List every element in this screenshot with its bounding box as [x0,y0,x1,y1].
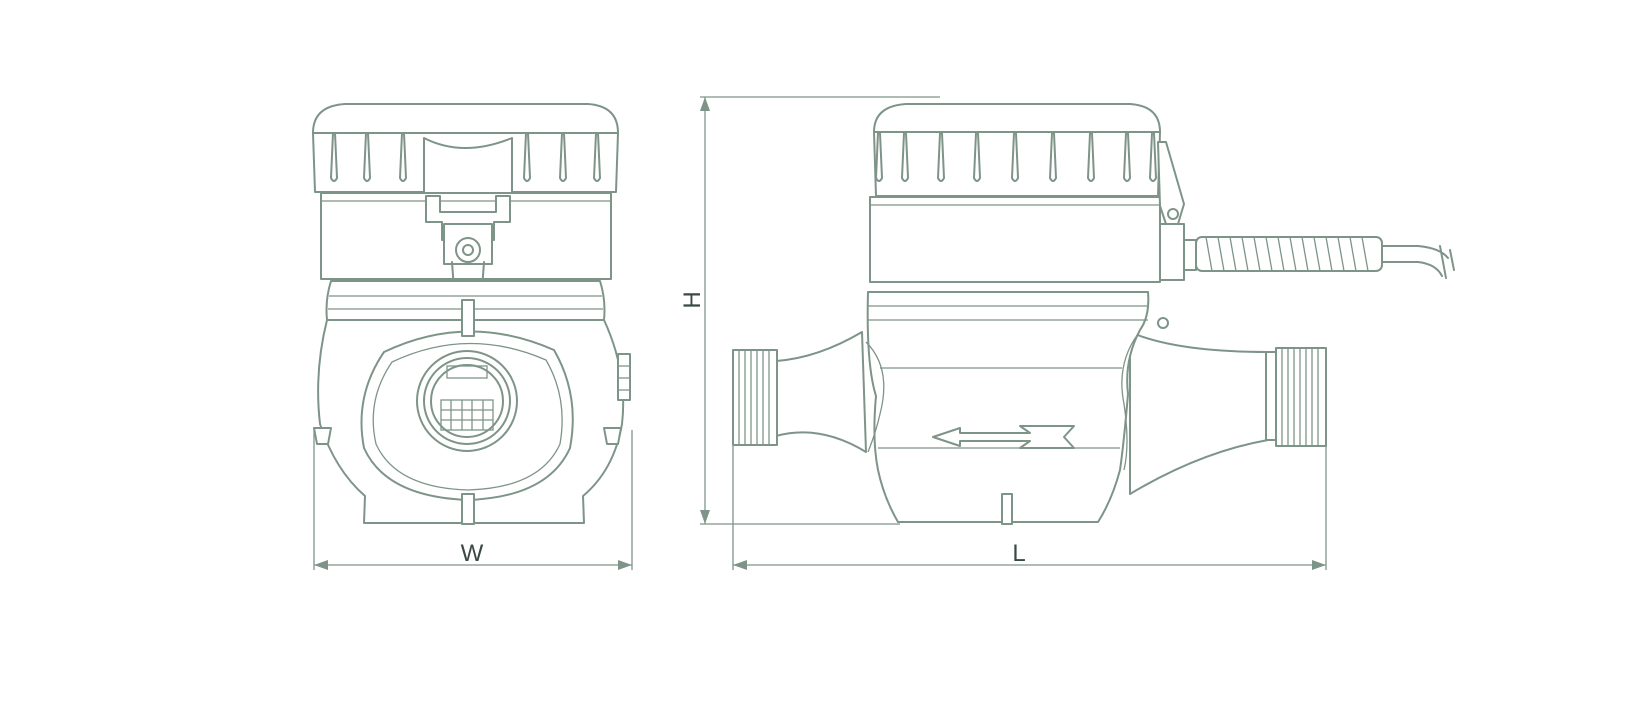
width-dimension: W [313,430,633,570]
side-cable [1183,236,1455,279]
side-right-thread [1265,347,1327,447]
front-view: W [312,103,633,570]
side-left-pipe [775,331,867,453]
front-lid-tab [423,137,513,197]
height-label: H [679,291,706,308]
front-lid-dome [312,103,619,134]
side-register-ring [869,196,1161,283]
front-window-frame [360,330,574,501]
side-lid-ribs [875,132,1157,182]
side-view: H L [679,96,1455,570]
side-lid-dome [873,103,1161,133]
front-lid-ribs [330,132,601,182]
side-right-pipe [1129,331,1269,495]
length-dimension: L [732,446,1327,570]
front-register-window [416,350,518,452]
front-side-connector [617,353,631,401]
side-left-thread [732,349,778,446]
length-label: L [1012,540,1025,567]
side-body [866,291,1150,523]
width-label: W [461,540,484,567]
front-seal-clip [425,195,511,291]
flow-arrow [932,425,1075,449]
side-hinge [1157,141,1185,281]
